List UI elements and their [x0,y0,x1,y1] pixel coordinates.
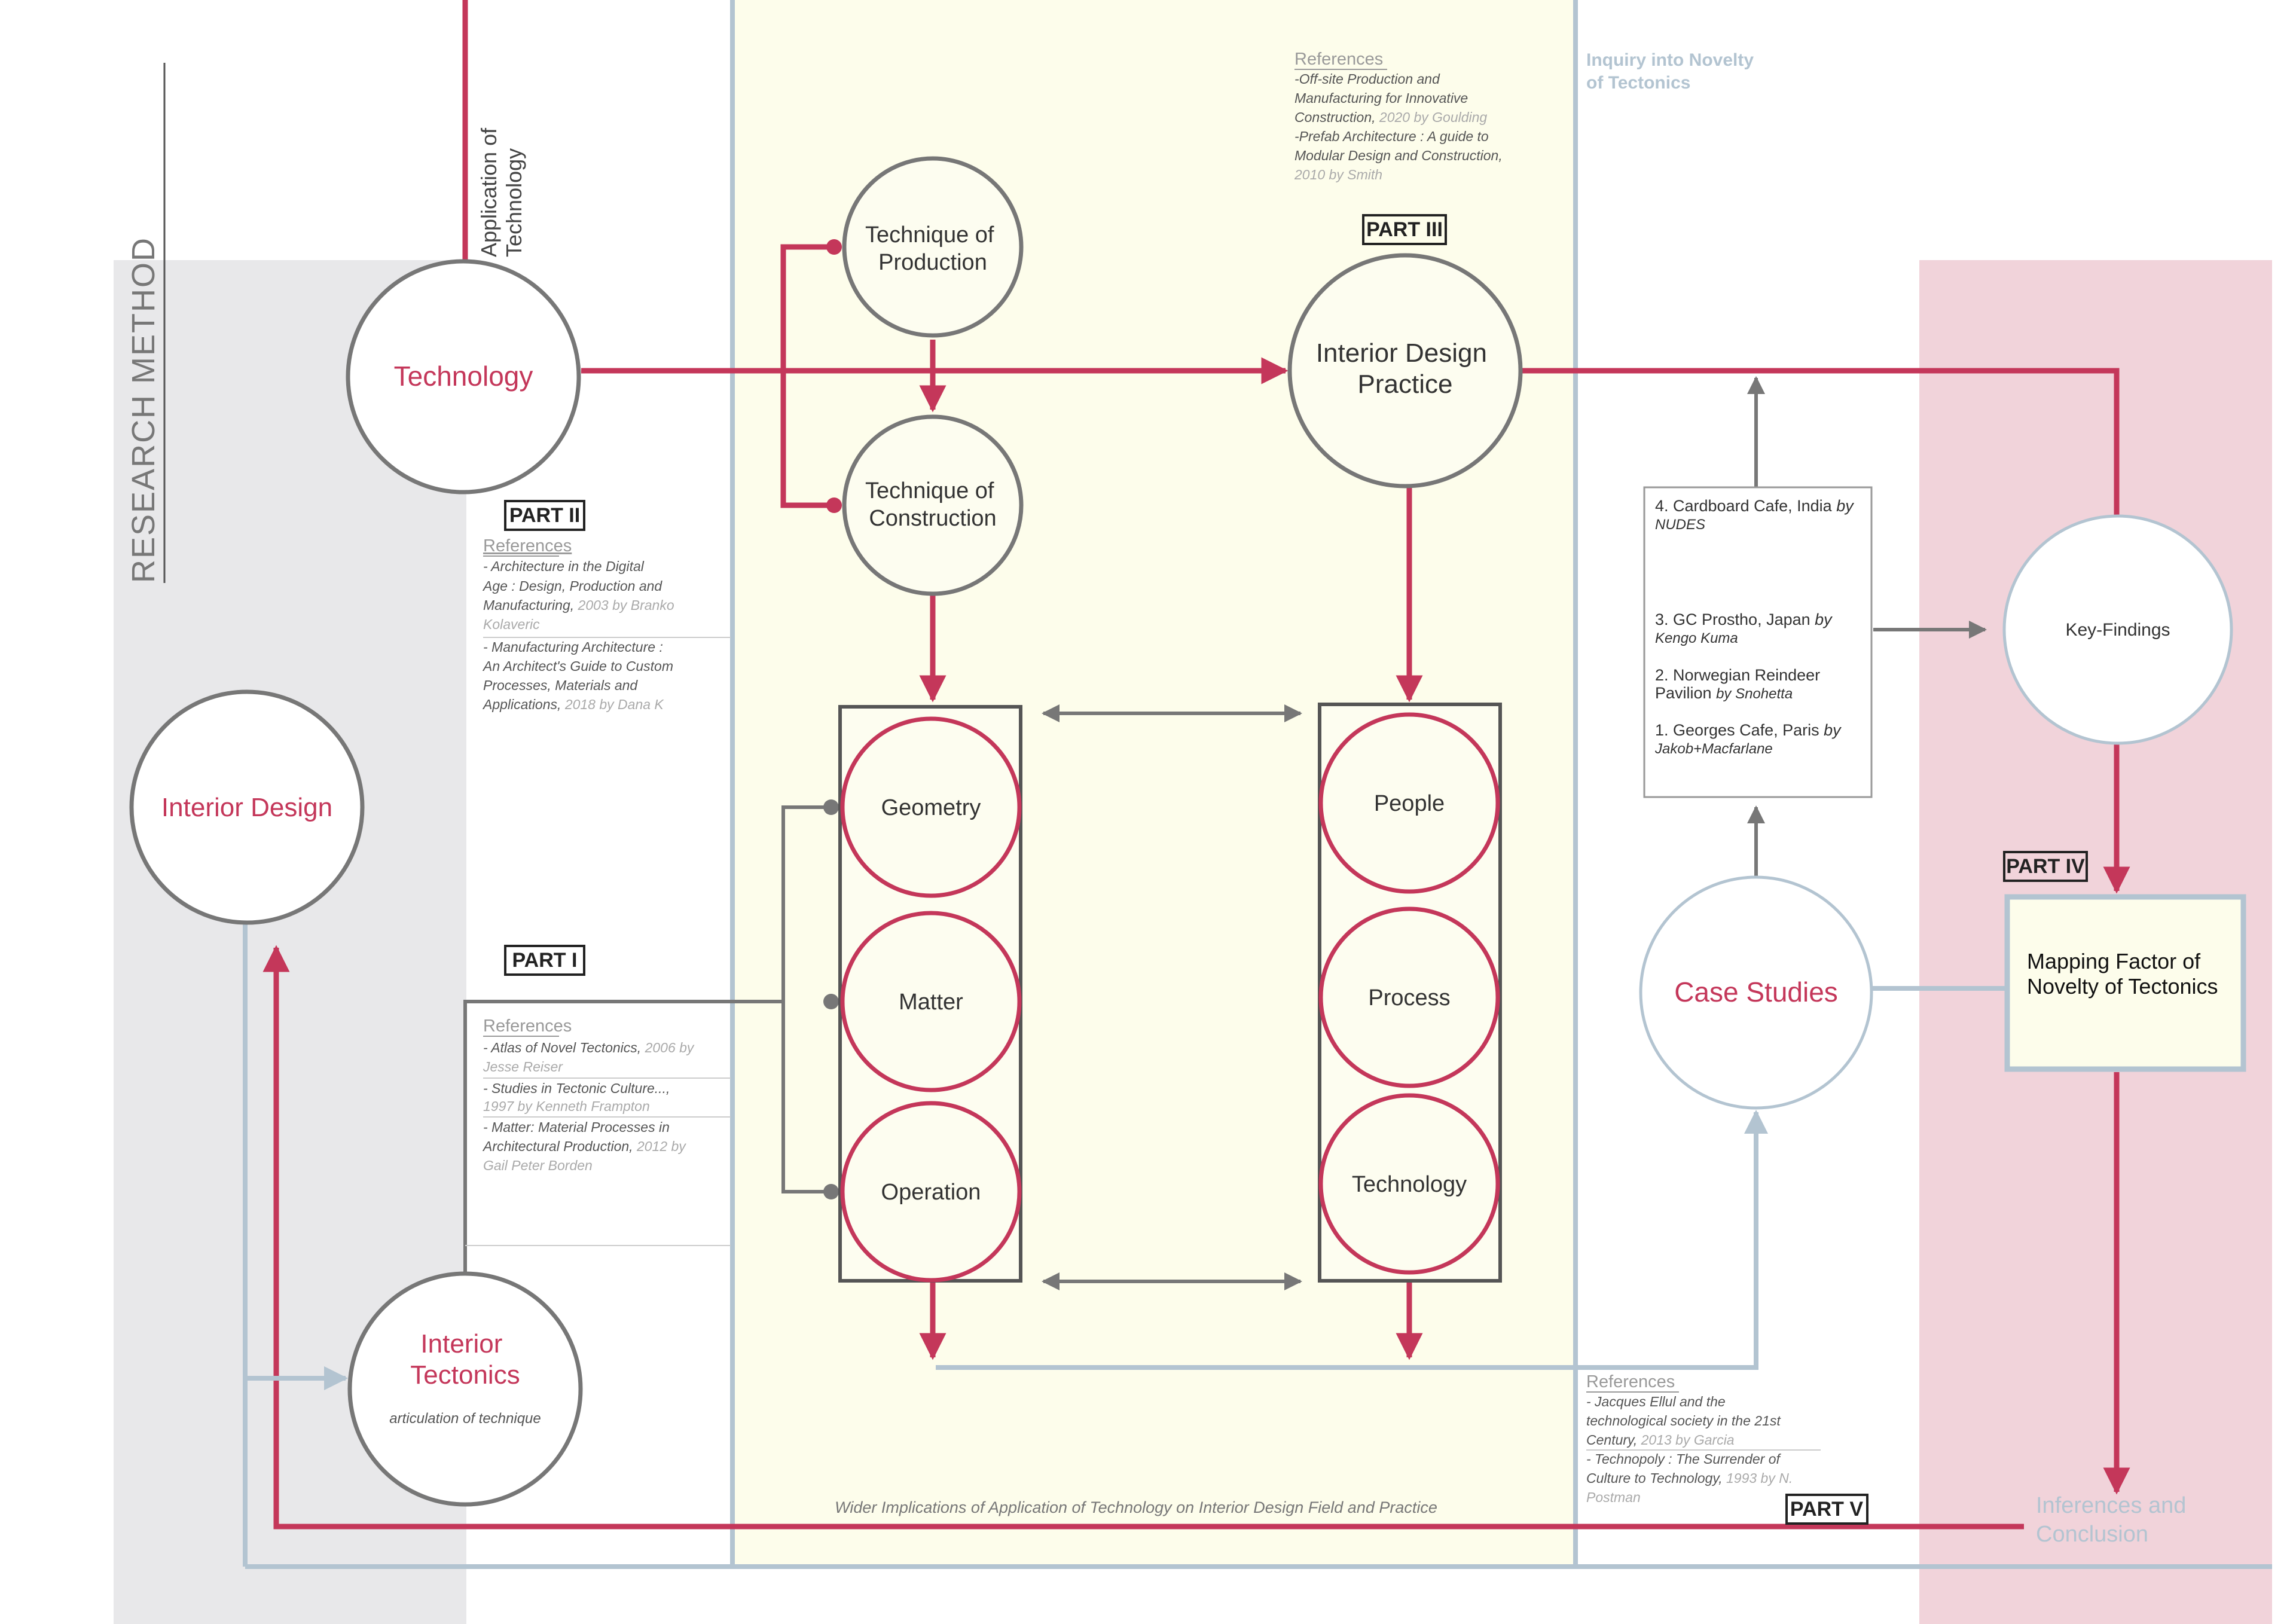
references-part-2: References - Architecture in the Digital… [482,536,731,712]
svg-text:References: References [483,536,572,555]
node-technology: Technology [346,259,581,494]
node-case-studies: Case Studies [1639,875,1873,1110]
inquiry-label: Inquiry into Novelty of Tectonics [1586,50,1758,93]
svg-text:articulation of technique: articulation of technique [389,1411,541,1427]
svg-text:PART II: PART II [509,504,580,527]
case-list-box: 4. Cardboard Cafe, India by NUDES 3. GC … [1643,486,1873,798]
svg-text:Geometry: Geometry [881,795,981,820]
references-part-5: References - Jacques Ellul and the techn… [1586,1372,1821,1505]
research-method-label: RESEARCH METHOD [126,237,161,583]
blue-frame [243,0,2272,1569]
svg-text:Case Studies: Case Studies [1674,976,1838,1008]
node-process: Process [1318,906,1500,1088]
crimson-dots [826,239,842,513]
svg-text:-Off-site Production and: -Off-site Production and Manufacturing f… [1294,71,1506,182]
svg-text:Technology: Technology [1352,1172,1467,1197]
svg-text:Interior Design: Interior Design [161,793,332,822]
svg-text:People: People [1374,791,1445,816]
wider-implications-label: Wider Implications of Application of Tec… [835,1498,1437,1516]
svg-text:Matter: Matter [899,990,963,1015]
svg-text:Technique of Production: Technique of Production [865,222,1000,275]
node-key-findings: Key-Findings [2002,514,2233,745]
svg-text:- Manufacturing Architecture :: - Manufacturing Architecture : An Archit… [482,639,677,712]
crimson-flows [262,244,2130,1530]
part-3-label: PART III [1362,214,1447,245]
svg-text:Key-Findings: Key-Findings [2065,620,2170,640]
svg-text:PART V: PART V [1790,1498,1863,1521]
blue-flows [245,986,2006,1390]
svg-text:Interior Design Practice: Interior Design Practice [1316,338,1494,399]
node-technique-of-production: Technique of Production [842,156,1024,338]
svg-text:4. Cardboard Cafe, India by: 4. Cardboard Cafe, India by NUDES 3. GC … [1654,497,1858,757]
svg-text:- Technopoly : The Surrender o: - Technopoly : The Surrender of Culture … [1586,1451,1797,1505]
node-interior-tectonics: Interior Tectonics articulation of techn… [347,1271,583,1507]
node-interior-design: Interior Design [129,689,365,925]
svg-text:References: References [483,1016,572,1036]
node-technique-of-construction: Technique of Construction [842,414,1024,596]
inferences-conclusion-label: Inferences and Conclusion [2036,1493,2193,1547]
part-1-label: PART I [504,945,585,976]
grey-dots [823,799,839,1199]
svg-text:PART III: PART III [1366,218,1443,241]
svg-text:Technique of Constructio: Technique of Construction [865,478,1000,531]
node-interior-design-practice: Interior Design Practice [1287,253,1523,489]
references-part-3: References -Off-site Production and Manu… [1294,50,1506,182]
svg-text:References: References [1586,1372,1675,1391]
svg-text:References: References [1294,50,1383,69]
node-technology-factor: Technology [1318,1093,1500,1275]
svg-text:- Atlas of Novel Tectonics, 20: - Atlas of Novel Tectonics, 2006 by Jess… [483,1040,698,1074]
references-part-1: References - Atlas of Novel Tectonics, 2… [465,1016,731,1246]
svg-text:Operation: Operation [881,1180,981,1205]
svg-text:Technology: Technology [394,361,533,392]
node-operation: Operation [840,1101,1022,1283]
svg-text:PART I: PART I [512,949,578,972]
part-5-label: PART V [1785,1494,1868,1525]
node-geometry: Geometry [840,716,1022,898]
svg-text:- Jacques Ellul and the: - Jacques Ellul and the technological so… [1586,1394,1784,1448]
part-4-label: PART IV [2003,851,2088,882]
svg-text:Process: Process [1368,985,1450,1011]
node-matter: Matter [840,911,1022,1092]
svg-text:PART IV: PART IV [2006,855,2085,878]
application-of-technology-label: Application of Technology [477,122,526,257]
mapping-factor-box: Mapping Factor of Novelty of Tectonics [2004,894,2246,1072]
svg-text:- Matter: Material Processes i: - Matter: Material Processes in Architec… [482,1119,689,1173]
svg-text:Mapping Factor of Novelt: Mapping Factor of Novelty of Tectonics [2027,949,2218,999]
grey-flows [463,376,1987,1290]
node-people: People [1318,712,1500,894]
svg-text:Interior Tectonics: Interior Tectonics [410,1329,520,1390]
svg-text:- Studies in Tectonic Culture.: - Studies in Tectonic Culture..., 1997 b… [483,1080,674,1114]
svg-text:- Architecture in the Digital: - Architecture in the Digital Age : Desi… [482,558,678,632]
part-2-label: PART II [504,500,585,531]
